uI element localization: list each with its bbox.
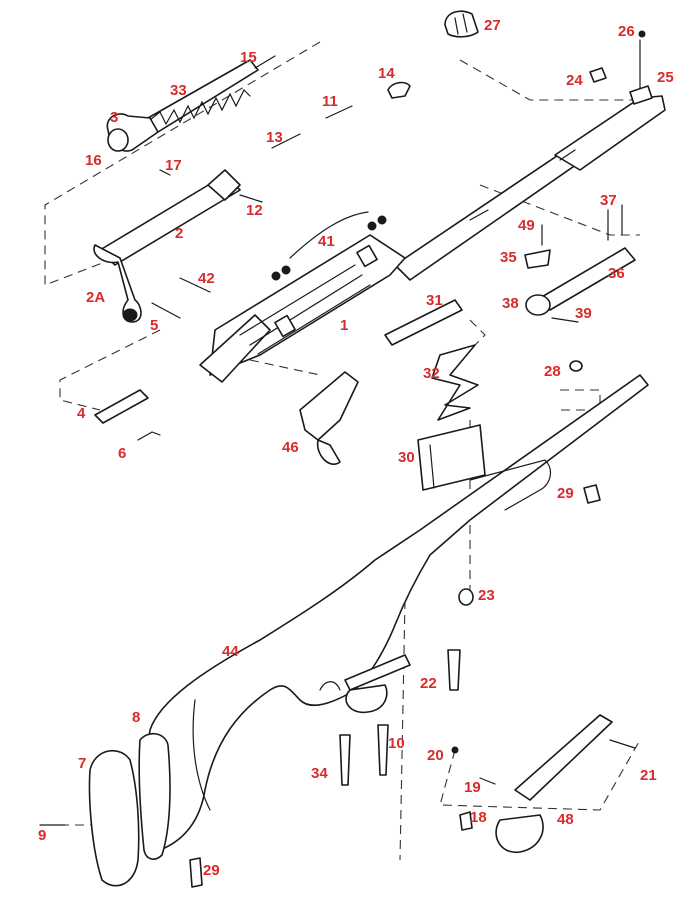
label-25: 25 bbox=[657, 69, 674, 86]
bolt-body bbox=[93, 169, 241, 323]
screws-41 bbox=[271, 211, 387, 281]
label-17: 17 bbox=[165, 157, 182, 174]
label-13: 13 bbox=[266, 129, 283, 146]
follower bbox=[94, 389, 161, 441]
label-35: 35 bbox=[500, 249, 517, 266]
label-5: 5 bbox=[150, 317, 158, 334]
label-42: 42 bbox=[198, 270, 215, 287]
label-3: 3 bbox=[110, 109, 118, 126]
receiver bbox=[199, 234, 406, 383]
label-6: 6 bbox=[118, 445, 126, 462]
small-pins-upper bbox=[151, 81, 411, 319]
label-36: 36 bbox=[608, 265, 625, 282]
label-41: 41 bbox=[318, 233, 335, 250]
label-10: 10 bbox=[388, 735, 405, 752]
guard-screws bbox=[339, 588, 474, 786]
label-12: 12 bbox=[246, 202, 263, 219]
label-4: 4 bbox=[77, 405, 86, 422]
label-23: 23 bbox=[478, 587, 495, 604]
label-20: 20 bbox=[427, 747, 444, 764]
part-labels: 1 2 2A 3 4 5 6 7 8 9 10 11 12 13 14 15 1… bbox=[38, 17, 674, 879]
front-sight-parts bbox=[589, 30, 653, 105]
label-18: 18 bbox=[470, 809, 487, 826]
trigger-housing bbox=[451, 714, 636, 853]
label-38: 38 bbox=[502, 295, 519, 312]
front-sight-hood bbox=[444, 10, 479, 38]
firing-pin-assembly bbox=[106, 55, 276, 152]
scope-mount bbox=[524, 204, 636, 323]
label-34: 34 bbox=[311, 765, 328, 782]
label-21: 21 bbox=[640, 767, 657, 784]
label-31: 31 bbox=[426, 292, 443, 309]
trigger-guard-front bbox=[344, 654, 411, 714]
label-2a: 2A bbox=[86, 289, 105, 306]
label-2: 2 bbox=[175, 225, 183, 242]
label-1: 1 bbox=[340, 317, 348, 334]
label-16: 16 bbox=[85, 152, 102, 169]
label-8: 8 bbox=[132, 709, 140, 726]
floorplate bbox=[299, 371, 359, 465]
label-22: 22 bbox=[420, 675, 437, 692]
label-30: 30 bbox=[398, 449, 415, 466]
label-26: 26 bbox=[618, 23, 635, 40]
label-44: 44 bbox=[222, 643, 239, 660]
stock bbox=[147, 360, 649, 851]
label-32: 32 bbox=[423, 365, 440, 382]
label-24: 24 bbox=[566, 72, 583, 89]
label-7: 7 bbox=[78, 755, 86, 772]
label-33: 33 bbox=[170, 82, 187, 99]
label-27: 27 bbox=[484, 17, 501, 34]
label-37: 37 bbox=[600, 192, 617, 209]
barrel bbox=[394, 95, 666, 281]
label-29-upper: 29 bbox=[557, 485, 574, 502]
label-14: 14 bbox=[378, 65, 395, 82]
magazine-parts bbox=[384, 299, 486, 491]
label-48: 48 bbox=[557, 811, 574, 828]
recoil-pad bbox=[39, 732, 203, 888]
label-49: 49 bbox=[518, 217, 535, 234]
label-11: 11 bbox=[322, 93, 338, 110]
label-39: 39 bbox=[575, 305, 592, 322]
label-15: 15 bbox=[240, 49, 257, 66]
label-19: 19 bbox=[464, 779, 481, 796]
label-29-lower: 29 bbox=[203, 862, 220, 879]
label-46: 46 bbox=[282, 439, 299, 456]
label-9: 9 bbox=[38, 827, 46, 844]
label-28: 28 bbox=[544, 363, 561, 380]
